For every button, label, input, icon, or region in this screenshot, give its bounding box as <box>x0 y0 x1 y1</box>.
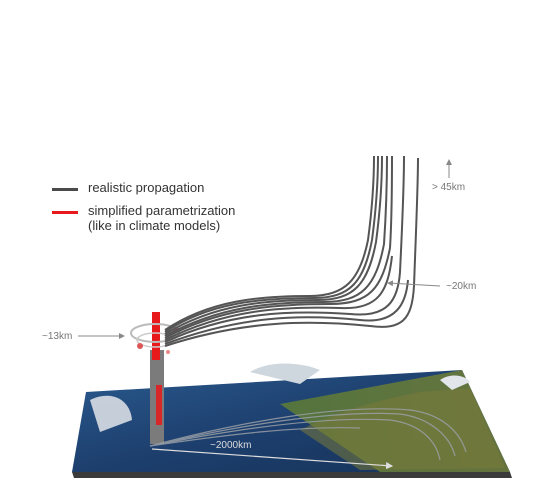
mid-arrow <box>387 280 441 287</box>
distance-arrow <box>151 448 394 470</box>
legend-item-realistic: realistic propagation <box>52 180 235 195</box>
map-surface <box>72 363 512 478</box>
label-low-altitude: ~13km <box>42 331 73 342</box>
legend-swatch-red <box>52 211 78 214</box>
label-top-altitude: > 45km <box>432 182 466 193</box>
legend-label-line: realistic propagation <box>88 180 205 195</box>
label-mid-altitude: ~20km <box>446 281 477 292</box>
legend-label: simplified parametrization (like in clim… <box>88 203 235 233</box>
legend-label-line: (like in climate models) <box>88 218 221 233</box>
legend-label-line: simplified parametrization <box>88 203 236 218</box>
realistic-trajectories <box>164 155 419 347</box>
surface-trajectories <box>149 408 467 461</box>
legend-item-parametrization: simplified parametrization (like in clim… <box>52 203 235 233</box>
label-distance: ~2000km <box>210 440 252 451</box>
legend-label: realistic propagation <box>88 180 204 195</box>
parametrization-bar <box>152 312 160 360</box>
legend-swatch-grey <box>52 188 78 191</box>
legend: realistic propagation simplified paramet… <box>52 180 235 241</box>
